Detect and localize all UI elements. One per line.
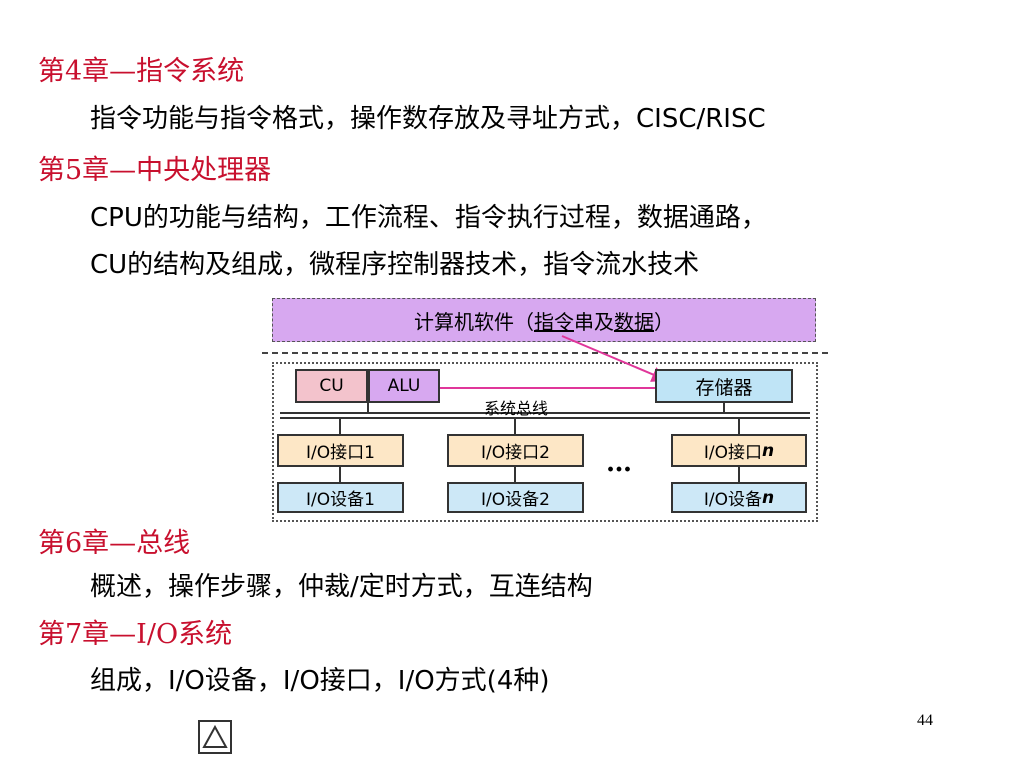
memory-label: 存储器 — [695, 376, 753, 399]
chapter-5-line-1: CPU的功能与结构，工作流程、指令执行过程，数据通路， — [90, 203, 767, 233]
io-device-n-index: n — [762, 487, 775, 508]
io-interface-2: I/O接口2 — [447, 434, 584, 467]
chapter-5-heading: 第5章—中央处理器 — [38, 155, 272, 186]
chapter-6-line-1: 概述，操作步骤，仲裁/定时方式，互连结构 — [90, 572, 593, 602]
io-interface-1-label: I/O接口1 — [306, 443, 375, 463]
software-label-mid: 串及 — [574, 309, 614, 334]
nav-button[interactable] — [198, 720, 232, 754]
chapter-7-line-1: 组成，I/O设备，I/O接口，I/O方式(4种) — [90, 666, 550, 696]
instruction-to-memory-arrow — [561, 335, 668, 382]
ellipsis: … — [606, 448, 633, 478]
alu-label: ALU — [387, 376, 421, 396]
io-interface-n-index: n — [762, 440, 775, 461]
alu-box: ALU — [368, 369, 440, 403]
io-device-2-label: I/O设备2 — [481, 490, 550, 510]
io-interface-1: I/O接口1 — [277, 434, 404, 467]
page-number: 44 — [917, 712, 933, 729]
io-device-2: I/O设备2 — [447, 482, 584, 513]
io-interface-n-label: I/O接口 — [703, 443, 762, 463]
hardware-frame — [272, 362, 818, 522]
io-device-1-label: I/O设备1 — [306, 490, 375, 510]
chapter-4-line-1: 指令功能与指令格式，操作数存放及寻址方式，CISC/RISC — [90, 104, 766, 134]
chapter-4-heading: 第4章—指令系统 — [38, 56, 245, 87]
memory-box: 存储器 — [655, 369, 793, 403]
cu-box: CU — [295, 369, 368, 403]
io-interface-2-label: I/O接口2 — [481, 443, 550, 463]
software-label-instructions: 指令 — [534, 309, 574, 334]
triangle-up-icon — [202, 724, 228, 748]
software-label-data: 数据 — [614, 309, 654, 334]
software-hardware-divider — [262, 352, 828, 354]
computer-architecture-diagram: 计算机软件（指令串及数据） CU ALU 存储器 系统总线 I/O接口1 — [262, 296, 828, 526]
system-bus-label: 系统总线 — [484, 399, 549, 418]
software-label-suffix: ） — [654, 309, 674, 334]
cu-label: CU — [319, 376, 344, 396]
software-box: 计算机软件（指令串及数据） — [272, 298, 816, 342]
software-label-prefix: 计算机软件（ — [414, 309, 534, 334]
io-device-1: I/O设备1 — [277, 482, 404, 513]
io-device-n-label: I/O设备 — [703, 490, 762, 510]
chapter-7-heading: 第7章—I/O系统 — [38, 619, 233, 650]
chapter-6-heading: 第6章—总线 — [38, 528, 191, 559]
chapter-5-line-2: CU的结构及组成，微程序控制器技术，指令流水技术 — [90, 250, 700, 280]
